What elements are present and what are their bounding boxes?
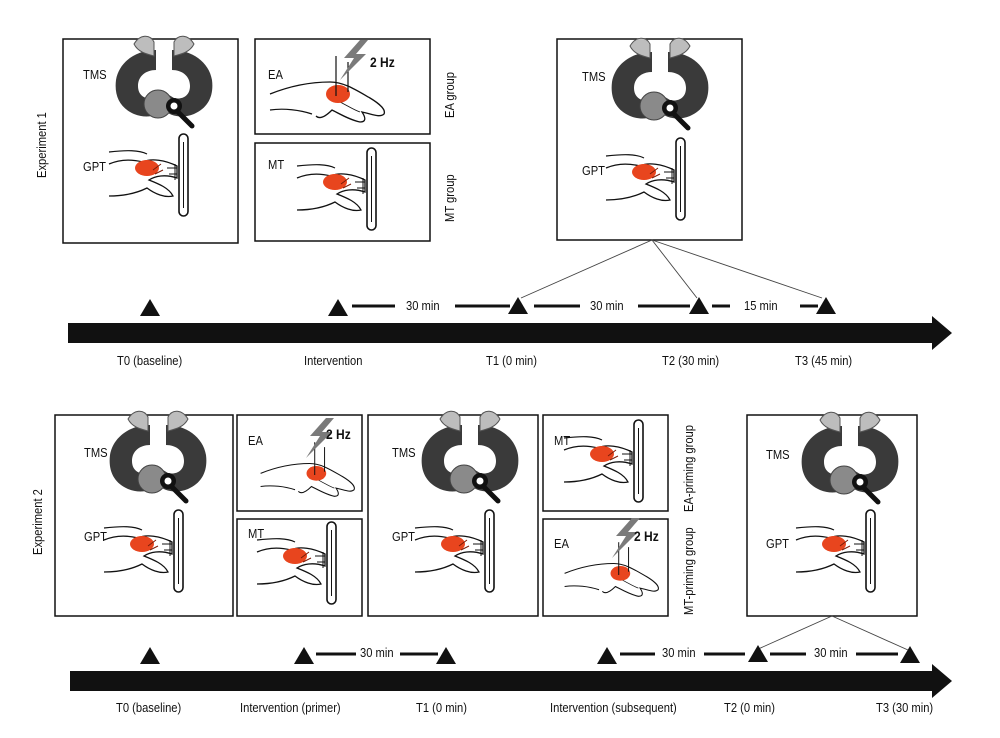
exp1-timepoint-t2: T2 (30 min)	[662, 353, 720, 368]
grip-hand-icon	[296, 147, 377, 231]
exp2-interval-1: 30 min	[360, 645, 394, 660]
grip-hand-icon	[103, 509, 184, 593]
lightning-icon	[340, 40, 368, 80]
exp2-ea2-box	[542, 518, 669, 617]
exp2-ea-freq: 2 Hz	[326, 426, 351, 442]
exp1-baseline-tms-label: TMS	[83, 67, 107, 82]
exp1-timepoint-t3: T3 (45 min)	[795, 353, 853, 368]
exp1-post-gpt-label: GPT	[582, 163, 605, 178]
timepoint-marker-icon	[508, 297, 528, 314]
timepoint-marker-icon	[328, 299, 348, 316]
exp2-ea-box	[236, 414, 363, 512]
grip-hand-icon	[563, 419, 644, 503]
exp1-group-label-ea: EA group	[442, 71, 457, 118]
grip-hand-icon	[795, 509, 876, 593]
experiment1-title: Experiment 1	[34, 112, 49, 178]
grip-hand-icon	[605, 137, 686, 221]
exp2-ea-label: EA	[248, 433, 263, 448]
tms-coil-icon	[110, 411, 207, 501]
exp1-ea-box	[254, 38, 431, 135]
timepoint-marker-icon	[597, 647, 617, 664]
exp2-ea2-freq: 2 Hz	[634, 528, 659, 544]
experiment2-title: Experiment 2	[30, 489, 45, 555]
exp2-timepoint-t0: T0 (baseline)	[116, 700, 182, 715]
tms-coil-icon	[612, 38, 709, 128]
exp2-baseline-tms-label: TMS	[84, 445, 108, 460]
exp2-group-label-ea: EA-priming group	[681, 425, 696, 512]
tms-coil-icon	[422, 411, 519, 501]
timepoint-marker-icon	[140, 647, 160, 664]
exp2-timepoint-t1: T1 (0 min)	[416, 700, 467, 715]
timepoint-marker-icon	[294, 647, 314, 664]
timepoint-marker-icon	[816, 297, 836, 314]
timeline-arrow-2	[70, 664, 952, 698]
exp1-mt-box	[254, 142, 431, 242]
exp1-timepoint-intervention: Intervention	[304, 353, 363, 368]
grip-hand-icon	[256, 521, 337, 605]
grip-hand-icon	[108, 133, 189, 217]
exp2-interval-2: 30 min	[662, 645, 696, 660]
exp2-mt-label: MT	[248, 526, 265, 541]
exp2-group-label-mt: MT-priming group	[681, 527, 696, 615]
timepoint-marker-icon	[140, 299, 160, 316]
ea-hand-icon	[269, 55, 386, 123]
exp2-baseline-gpt-label: GPT	[84, 529, 107, 544]
exp2-mid-tms-label: TMS	[392, 445, 416, 460]
timepoint-marker-icon	[689, 297, 709, 314]
exp2-mt2-box	[542, 414, 669, 512]
exp2-interval-3: 30 min	[814, 645, 848, 660]
exp2-timepoint-primer: Intervention (primer)	[240, 700, 341, 715]
exp1-post-box	[556, 38, 743, 241]
ea-hand-icon	[260, 441, 355, 497]
exp1-baseline-gpt-label: GPT	[83, 159, 106, 174]
ea-hand-icon	[564, 541, 659, 597]
exp2-mt2-label: MT	[554, 433, 571, 448]
exp2-timepoint-t2: T2 (0 min)	[724, 700, 775, 715]
grip-hand-icon	[414, 509, 495, 593]
exp2-ea2-label: EA	[554, 536, 569, 551]
tms-coil-icon	[116, 36, 213, 126]
exp1-mt-label: MT	[268, 157, 285, 172]
exp1-post-tms-label: TMS	[582, 69, 606, 84]
exp1-timepoint-t1: T1 (0 min)	[486, 353, 537, 368]
timeline-arrow-1	[68, 316, 952, 350]
exp1-timepoint-t0: T0 (baseline)	[117, 353, 183, 368]
timepoint-marker-icon	[748, 645, 768, 662]
exp1-interval-3: 15 min	[744, 298, 778, 313]
tms-coil-icon	[802, 412, 899, 502]
exp1-group-label-mt: MT group	[442, 174, 457, 222]
exp2-timepoint-t3: T3 (30 min)	[876, 700, 934, 715]
exp1-interval-1: 30 min	[406, 298, 440, 313]
exp2-post-gpt-label: GPT	[766, 536, 789, 551]
timepoint-marker-icon	[900, 646, 920, 663]
exp1-interval-2: 30 min	[590, 298, 624, 313]
timepoint-marker-icon	[436, 647, 456, 664]
exp2-timepoint-subsequent: Intervention (subsequent)	[550, 700, 677, 715]
exp2-mt-box	[236, 518, 363, 617]
exp2-post-tms-label: TMS	[766, 447, 790, 462]
exp1-ea-freq: 2 Hz	[370, 54, 395, 70]
exp1-ea-label: EA	[268, 67, 283, 82]
exp2-mid-gpt-label: GPT	[392, 529, 415, 544]
